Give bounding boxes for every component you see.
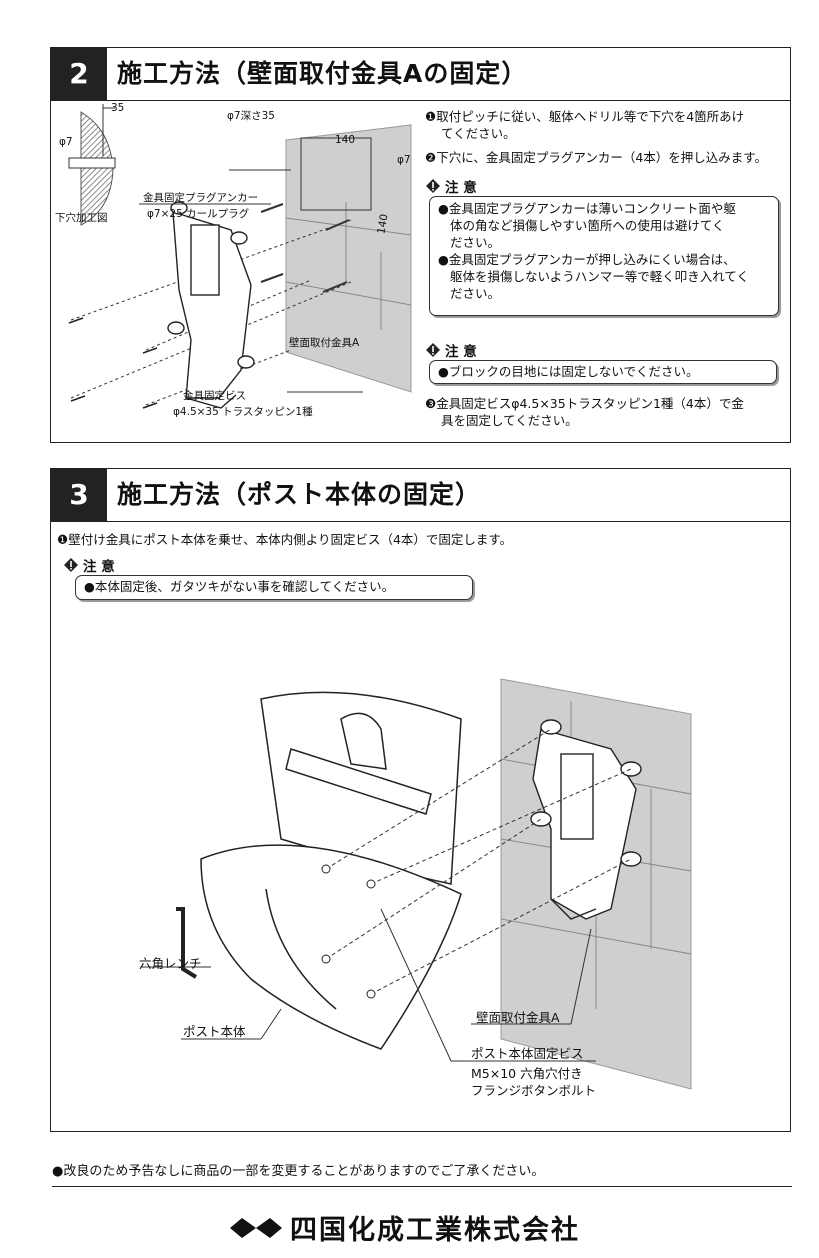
anchor-name: 金具固定プラグアンカー [143, 192, 259, 204]
caution-1-box: ●金具固定プラグアンカーは薄いコンクリート面や躯 体の角など損傷しやすい箇所への… [429, 196, 779, 316]
warning-icon [426, 179, 440, 193]
post-body-install-diagram [141, 678, 692, 1090]
step-3-line-1: ❸金具固定ビスφ4.5×35トラスタッピン1種（4本）で金 [425, 396, 744, 411]
warning-icon [64, 558, 78, 572]
phi7-left: φ7 [59, 136, 73, 148]
dim-140-h: 140 [335, 134, 356, 146]
caution-1-line: 躯体を損傷しないようハンマー等で軽く叩き入れてく [450, 269, 750, 284]
post-body [200, 691, 462, 1050]
caution-2-title: 注 意 [445, 344, 477, 360]
company-mark-icon [230, 1217, 282, 1238]
bracket-label: 壁面取付金具A [476, 1010, 560, 1025]
bolt-spec-2: フランジボタンボルト [471, 1083, 597, 1098]
caution-1-line: 体の角など損傷しやすい箇所への使用は避けてく [450, 218, 725, 233]
section-3-caution-heading: 注 意 [63, 555, 115, 575]
screw-spec: φ4.5×35 トラスタッピン1種 [173, 406, 313, 418]
company-name: 四国化成工業株式会社 [290, 1215, 580, 1246]
anchor-spec: φ7×25 カールプラグ [147, 208, 250, 220]
section-3: 3 施工方法（ポスト本体の固定） ❶壁付け金具にポスト本体を乗せ、本体内側より固… [50, 468, 791, 1132]
drill-caption: 下穴加工図 [55, 212, 108, 224]
bracket-a [530, 719, 642, 920]
bracket-a [167, 201, 255, 409]
company-logo: 四国化成工業株式会社 [230, 1208, 580, 1247]
section-2-title: 施工方法（壁面取付金具Aの固定） [117, 59, 528, 88]
section-3-number: 3 [51, 469, 107, 521]
caution-2-heading: 注 意 [425, 340, 477, 360]
footer-divider [52, 1186, 792, 1187]
screw-name: 金具固定ビス [183, 390, 246, 402]
section-2-header: 2 施工方法（壁面取付金具Aの固定） [51, 48, 790, 101]
section-3-title: 施工方法（ポスト本体の固定） [117, 480, 482, 509]
depth-label: φ7深さ35 [227, 110, 275, 122]
section-3-caution-title: 注 意 [83, 559, 115, 575]
phi7-right: φ7 [397, 154, 411, 166]
section-3-step-1: ❶壁付け金具にポスト本体を乗せ、本体内側より固定ビス（4本）で固定します。 [57, 532, 513, 547]
post-body-label: ポスト本体 [183, 1024, 246, 1039]
wall-bracket-install-diagram [68, 104, 412, 409]
footer-note: ●改良のため予告なしに商品の一部を変更することがありますのでご了承ください。 [52, 1164, 545, 1179]
section-2: 2 施工方法（壁面取付金具Aの固定） [50, 47, 791, 443]
section-3-header: 3 施工方法（ポスト本体の固定） [51, 469, 790, 522]
bracket-label: 壁面取付金具A [289, 337, 360, 349]
dim-35: 35 [111, 102, 125, 114]
step-1-line-2: てください。 [441, 126, 516, 141]
section-3-caution-box: ●本体固定後、ガタツキがない事を確認してください。 [75, 575, 473, 600]
bolt-name: ポスト本体固定ビス [471, 1046, 584, 1061]
bolt-spec-1: M5×10 六角穴付き [471, 1066, 583, 1081]
section-2-number: 2 [51, 48, 107, 100]
caution-1-heading: 注 意 [425, 176, 477, 196]
caution-1-title: 注 意 [445, 180, 477, 196]
caution-1-line: ださい。 [450, 235, 501, 250]
caution-2-text: ●ブロックの目地には固定しないでください。 [438, 364, 699, 379]
wall [285, 124, 412, 393]
step-1-line-1: ❶取付ピッチに従い、躯体へドリル等で下穴を4箇所あけ [425, 109, 745, 124]
section-3-caution-text: ●本体固定後、ガタツキがない事を確認してください。 [84, 579, 395, 594]
hex-wrench [176, 907, 198, 979]
caution-2-box: ●ブロックの目地には固定しないでください。 [429, 360, 777, 384]
caution-1-line: ●金具固定プラグアンカーが押し込みにくい場合は、 [438, 252, 736, 267]
warning-icon [426, 343, 440, 357]
wrench-label: 六角レンチ [139, 956, 202, 971]
caution-1-line: ださい。 [450, 286, 501, 301]
caution-1-line: ●金具固定プラグアンカーは薄いコンクリート面や躯 [438, 201, 736, 216]
step-3-line-2: 具を固定してください。 [441, 413, 578, 428]
step-2: ❷下穴に、金具固定プラグアンカー（4本）を押し込みます。 [425, 150, 768, 165]
